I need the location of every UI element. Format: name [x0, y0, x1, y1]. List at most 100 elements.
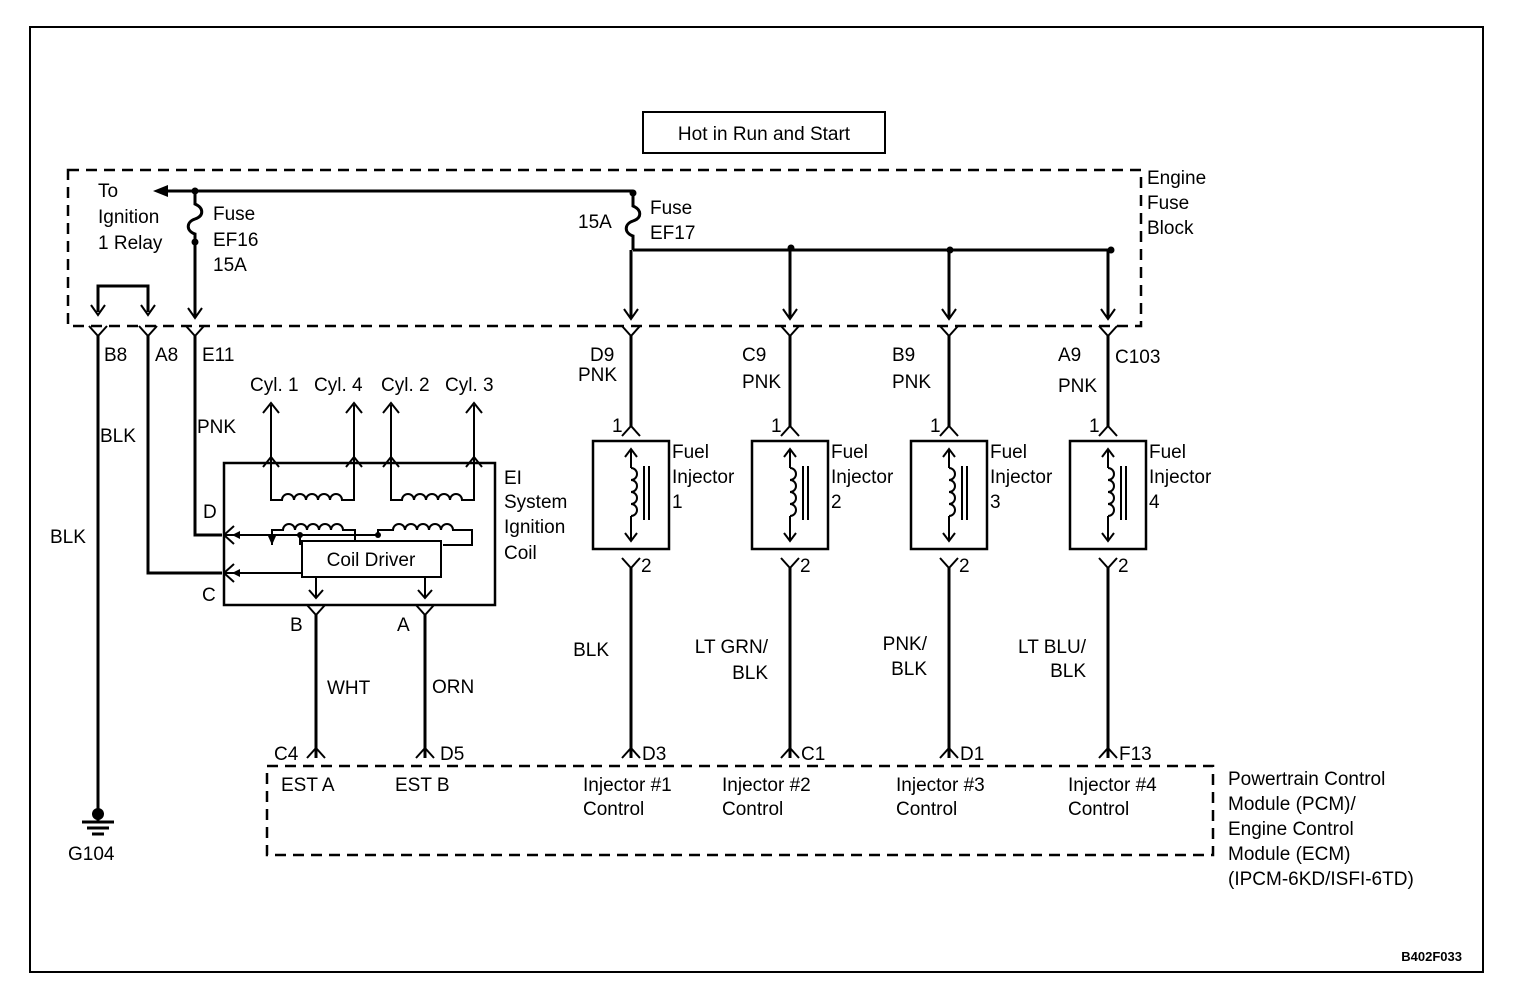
- pcm-label-5: (IPCM-6KD/ISFI-6TD): [1228, 869, 1414, 890]
- injector-4-control-1: Injector #4: [1068, 775, 1157, 796]
- power-label: Hot in Run and Start: [678, 124, 851, 145]
- fuel-injector-4-body: [1068, 439, 1148, 551]
- injector-3-label-2: Injector: [990, 467, 1053, 488]
- injector-1-pin2: 2: [641, 556, 652, 577]
- pin-a8-connector: [138, 325, 158, 338]
- pin-e11-label: E11: [202, 345, 234, 366]
- power-label-box: [642, 111, 886, 154]
- injector-2-top-pin: C9: [742, 345, 766, 366]
- injector-coil-icon: [624, 447, 650, 543]
- injector-2-control-1: Injector #2: [722, 775, 811, 796]
- injector-4-pin1: 1: [1089, 416, 1100, 437]
- injector-1-top-pin: D9: [590, 345, 614, 366]
- a8-wire: [146, 336, 222, 575]
- injector-4-control-2: Control: [1068, 799, 1129, 820]
- injector-2-block-connector: [780, 325, 800, 338]
- injector-3-top-wire: PNK: [892, 372, 931, 393]
- injector-1-block-connector: [621, 325, 641, 338]
- injector-4-label-1: Fuel: [1149, 442, 1186, 463]
- block-connector-label: C103: [1115, 347, 1160, 368]
- injector-3-bottom-wire-1: PNK/: [883, 634, 928, 655]
- coil-pin-c-label: C: [202, 585, 216, 606]
- injector-4-pcm-connector: [1098, 746, 1118, 759]
- wht-wire-label: WHT: [327, 678, 371, 699]
- secondary-coil-1-4-icon: [270, 467, 355, 501]
- injector-1-bottom-wire-1: BLK: [573, 640, 609, 661]
- coil-pin-a-connector: [415, 604, 435, 617]
- pcm-label-4: Module (ECM): [1228, 844, 1350, 865]
- primary-coil-1-icon: [271, 523, 356, 545]
- injector-4-block-connector: [1098, 325, 1118, 338]
- fuse-block-label-2: Fuse: [1147, 193, 1189, 214]
- injector-4-number: 4: [1149, 492, 1160, 513]
- cyl-4-label: Cyl. 4: [314, 375, 363, 396]
- injector-2-pin1: 1: [771, 416, 782, 437]
- e11-wire: [193, 336, 222, 537]
- coil-pin-d-label: D: [203, 502, 217, 523]
- orn-wire-label: ORN: [432, 677, 474, 698]
- injector-2-label-1: Fuel: [831, 442, 868, 463]
- injector-3-top-pin: B9: [892, 345, 915, 366]
- injector-3-control-1: Injector #3: [896, 775, 985, 796]
- ground-label: G104: [68, 844, 115, 865]
- pcm-label-1: Powertrain Control: [1228, 769, 1385, 790]
- primary-coil-2-icon: [377, 523, 473, 546]
- pcm-label-3: Engine Control: [1228, 819, 1354, 840]
- injector-2-top-wire: PNK: [742, 372, 781, 393]
- blk-wire-label-a8: BLK: [100, 426, 136, 447]
- diagram-frame: [29, 26, 1484, 973]
- coil-label-4: Coil: [504, 543, 537, 564]
- fuel-injector-3-body: [909, 439, 989, 551]
- injector-3-block-connector: [939, 325, 959, 338]
- cyl-3-output: [465, 401, 483, 468]
- cyl-4-output: [345, 401, 363, 468]
- injector-2-pin2: 2: [800, 556, 811, 577]
- fuse-ef16-label-3: 15A: [213, 255, 247, 276]
- fuse-ef17-label-2: EF17: [650, 223, 695, 244]
- fuse-ef16-label-1: Fuse: [213, 204, 255, 225]
- cyl-2-output: [382, 401, 400, 468]
- injector-2-bottom-wire-2: BLK: [732, 663, 768, 684]
- injector-2-pcm-pin: C1: [801, 744, 825, 765]
- coil-pin-a-label: A: [397, 615, 410, 636]
- pcm-pin-d5-connector: [415, 746, 435, 759]
- injector-3-pcm-connector: [939, 746, 959, 759]
- injector-4-pin2: 2: [1118, 556, 1129, 577]
- cyl-1-label: Cyl. 1: [250, 375, 299, 396]
- coil-label-3: Ignition: [504, 517, 565, 538]
- fuse-block-label-1: Engine: [1147, 168, 1206, 189]
- pin-e11-connector: [185, 325, 205, 338]
- injector-3-pin2: 2: [959, 556, 970, 577]
- blk-wire-label-left: BLK: [50, 527, 86, 548]
- coil-driver-label: Coil Driver: [327, 550, 416, 571]
- fuse-ef16-icon: [186, 191, 204, 246]
- ground-icon: [82, 814, 114, 836]
- injector-1-control-2: Control: [583, 799, 644, 820]
- pnk-wire-label-e11: PNK: [197, 417, 236, 438]
- injector-2-bottom-wire-1: LT GRN/: [695, 637, 769, 658]
- injector-3-number: 3: [990, 492, 1001, 513]
- ignition-relay-label-2: Ignition: [98, 207, 159, 228]
- engine-fuse-block: [66, 168, 1143, 328]
- figure-id: B402F033: [1401, 949, 1462, 964]
- injector-coil-icon: [1101, 447, 1127, 543]
- est-a-label: EST A: [281, 775, 335, 796]
- injector-1-label-2: Injector: [672, 467, 735, 488]
- pcm-pin-c4-connector: [306, 746, 326, 759]
- injector-1-number: 1: [672, 492, 683, 513]
- fuse-ef17-label-1: Fuse: [650, 198, 692, 219]
- injector-3-control-2: Control: [896, 799, 957, 820]
- injector-coil-icon: [942, 447, 968, 543]
- injector-4-label-2: Injector: [1149, 467, 1212, 488]
- pin-b8-connector: [88, 325, 108, 338]
- pin-b8-label: B8: [104, 345, 127, 366]
- injector-coil-icon: [783, 447, 809, 543]
- fuse-block-label-3: Block: [1147, 218, 1194, 239]
- injector-4-bottom-wire-1: LT BLU/: [1018, 637, 1087, 658]
- injector-3-label-1: Fuel: [990, 442, 1027, 463]
- injector-1-label-1: Fuel: [672, 442, 709, 463]
- pcm-label-2: Module (PCM)/: [1228, 794, 1356, 815]
